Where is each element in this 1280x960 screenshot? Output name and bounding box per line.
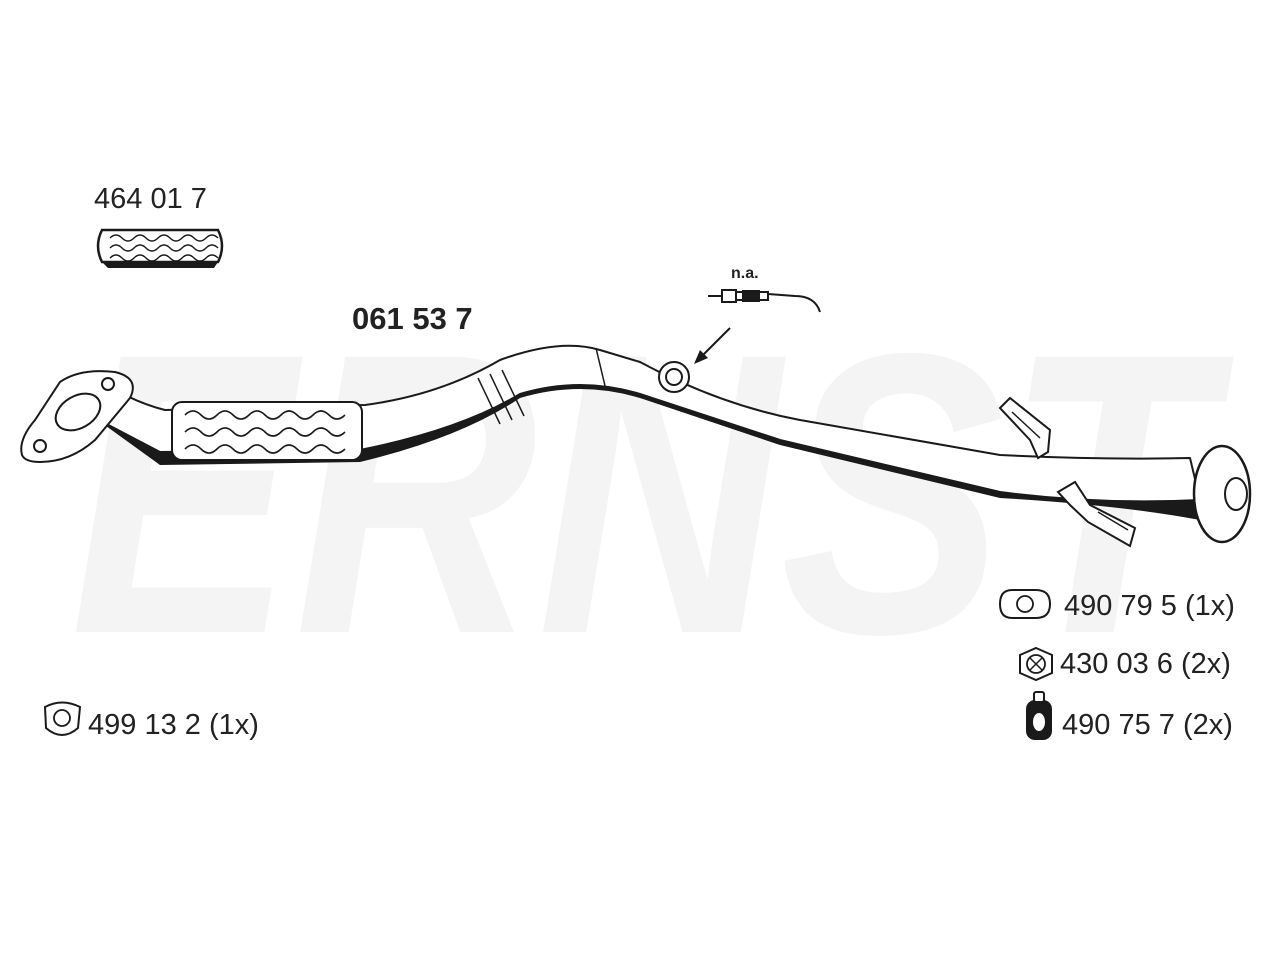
rubber-mount-icon: [1026, 691, 1052, 740]
nut-icon: [1019, 646, 1053, 682]
sensor-pointer-arrowhead: [694, 350, 708, 364]
front-gasket-label: 499 13 2 (1x): [88, 709, 259, 741]
pipe-band: [477, 377, 501, 425]
rear-stud: [1056, 480, 1137, 548]
sensor-boss-hole: [665, 368, 683, 386]
pipe-body: [94, 344, 1201, 503]
flex-section: [171, 401, 363, 461]
rear-flange: [1192, 444, 1252, 544]
rear-flange-hole: [1224, 477, 1248, 511]
flange-hole: [54, 392, 102, 432]
flex-braid: [184, 410, 346, 454]
flex-pipe-icon: [96, 228, 224, 268]
pipe-band: [501, 369, 525, 417]
nut-label: 430 03 6 (2x): [1060, 648, 1231, 680]
three-bolt-gasket-icon: [43, 701, 82, 736]
oval-gasket-icon: [998, 589, 1052, 619]
sensor-pointer-arrow: [699, 327, 731, 359]
flex-pipe-part-number: 464 01 7: [94, 183, 207, 215]
flange-bolt-hole: [101, 377, 115, 391]
rear-gasket-label: 490 79 5 (1x): [1064, 590, 1235, 622]
front-pipe: [20, 344, 1252, 548]
pipe-band: [595, 347, 607, 391]
rear-stud: [998, 396, 1052, 460]
flange-bolt-hole: [33, 439, 47, 453]
pipe-band: [489, 373, 513, 421]
lambda-sensor: [708, 289, 821, 313]
main-part-number: 061 53 7: [352, 301, 473, 336]
sensor-not-included-label: n.a.: [731, 265, 759, 282]
rubber-mount-label: 490 75 7 (2x): [1062, 709, 1233, 741]
